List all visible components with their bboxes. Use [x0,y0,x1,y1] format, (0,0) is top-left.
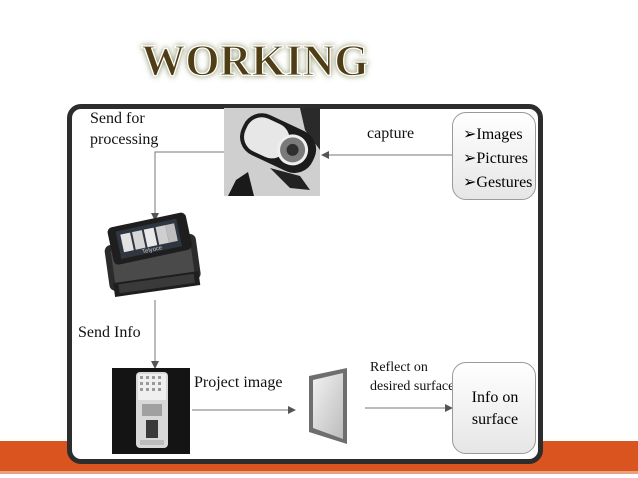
label-send-for-processing: Send for processing [90,110,159,148]
camera-device-image [224,108,320,196]
bullet-arrow-icon: ➢ [463,126,477,143]
phone-brand-text: Telyoce [142,245,164,255]
output-surface-text: Info on surface [471,389,519,428]
list-item: ➢Gestures [463,171,532,195]
slide-title: WORKING [141,35,370,85]
label-project-image: Project image [194,374,283,391]
connector-send-processing [151,151,224,221]
label-reflect-on-surface: Reflect on desired surface [370,360,455,394]
slide-title-text: WORKING [141,36,368,85]
output-surface-box: Info on surface [452,362,536,454]
item-label: Pictures [476,150,528,167]
label-capture: capture [367,125,415,142]
smartphone-image: Telyoce [104,212,201,297]
projector-device-image [112,368,190,454]
item-label: Gestures [476,174,533,191]
list-item: ➢Images [463,123,532,147]
item-label: Images [476,126,523,143]
input-types-list: ➢Images ➢Pictures ➢Gestures [463,123,532,195]
list-item: ➢Pictures [463,147,532,171]
label-send-info: Send Info [78,324,141,341]
input-types-box: ➢Images ➢Pictures ➢Gestures [452,112,536,200]
footer-accent-line [0,471,638,474]
mirror-image [309,368,347,444]
bullet-arrow-icon: ➢ [463,150,477,167]
bullet-arrow-icon: ➢ [463,174,477,191]
